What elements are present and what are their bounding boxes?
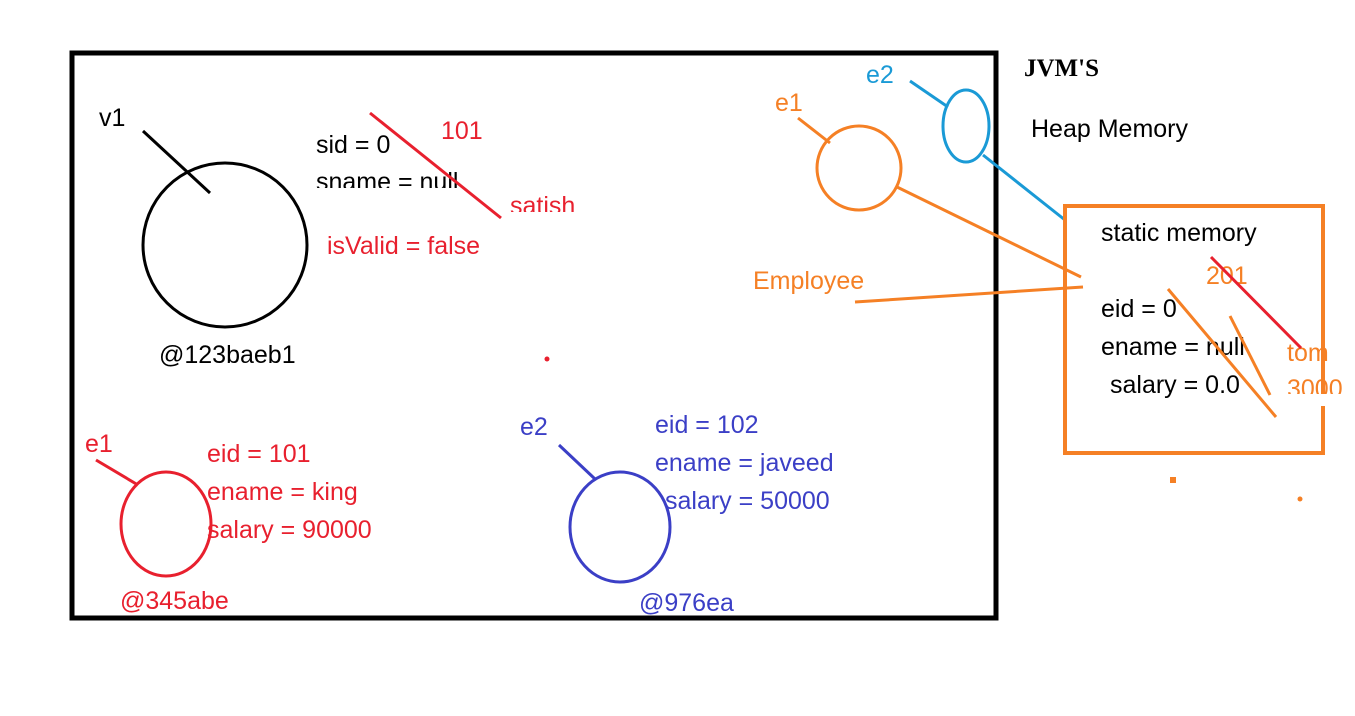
stray-dot (1297, 496, 1303, 502)
static-e2-ref-label: e2 (866, 61, 894, 89)
static-field-ename: ename = null (1101, 333, 1245, 361)
employee-class-label: Employee (753, 267, 864, 295)
static-strike-salary (1228, 315, 1272, 396)
v1-ref-arrow (141, 129, 212, 195)
static-e2-ref-arrow (909, 79, 949, 109)
static-memory-box (1063, 204, 1325, 455)
v1-overwrite-sid: 101 (441, 117, 483, 145)
e2-object-circle (568, 470, 672, 584)
static-e2-circle (941, 88, 991, 164)
stray-dot (1170, 477, 1176, 483)
clip-mask (1280, 394, 1355, 406)
static-e1-circle (815, 124, 903, 212)
e1-field-eid: eid = 101 (207, 440, 311, 468)
static-memory-title: static memory (1101, 219, 1257, 247)
e2-field-eid: eid = 102 (655, 411, 759, 439)
e1-field-ename: ename = king (207, 478, 358, 506)
e1-field-salary: salary = 90000 (207, 516, 372, 544)
heap-memory-label: Heap Memory (1031, 115, 1188, 143)
e1-ref-arrow (95, 458, 139, 487)
e2-ref-label: e2 (520, 413, 548, 441)
static-field-eid: eid = 0 (1101, 295, 1177, 323)
e2-address: @976ea (639, 589, 734, 617)
static-field-salary: salary = 0.0 (1110, 371, 1240, 399)
v1-field-isvalid: isValid = false (327, 232, 480, 260)
e1-address: @345abe (120, 587, 229, 615)
jvm-title: JVM'S (1024, 55, 1099, 82)
v1-strike-line (369, 111, 502, 220)
employee-class-link (854, 285, 1084, 304)
static-strike-ename (1209, 255, 1303, 350)
v1-ref-label: v1 (99, 104, 125, 132)
v1-address: @123baeb1 (159, 341, 296, 369)
static-strike-eid (1166, 288, 1278, 418)
static-e2-link (982, 153, 1066, 222)
stray-dot (544, 356, 550, 362)
clip-mask (505, 212, 605, 224)
e2-field-salary: salary = 50000 (665, 487, 830, 515)
v1-object-circle (141, 161, 309, 329)
e1-ref-label: e1 (85, 430, 113, 458)
e2-ref-arrow (557, 443, 597, 481)
e1-object-circle (119, 470, 213, 578)
static-e1-link (896, 185, 1082, 279)
v1-field-sid: sid = 0 (316, 131, 390, 159)
static-overwrite-ename: tom (1287, 339, 1329, 367)
e2-field-ename: ename = javeed (655, 449, 834, 477)
clip-mask (300, 188, 620, 200)
heap-box (69, 50, 999, 621)
static-e1-ref-arrow (797, 116, 831, 145)
static-e1-ref-label: e1 (775, 89, 803, 117)
